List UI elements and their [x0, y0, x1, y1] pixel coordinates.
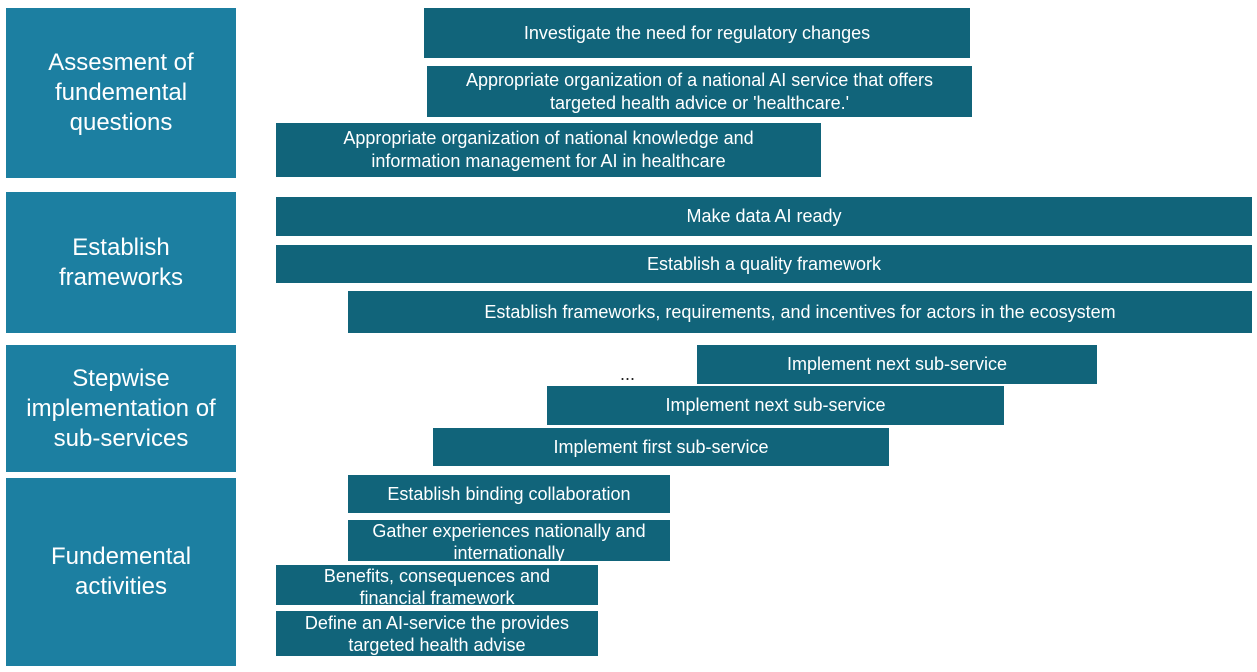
- phase-fundamental-activities: Fundemental activities: [6, 478, 236, 666]
- phase-fundamental-questions: Assesment of fundemental questions: [6, 8, 236, 178]
- task-binding-collaboration: Establish binding collaboration: [348, 475, 670, 513]
- phase-establish-frameworks: Establish frameworks: [6, 192, 236, 333]
- task-implement-next-sub-service-1: Implement next sub-service: [547, 386, 1004, 425]
- task-gather-experiences: Gather experiences nationally and intern…: [348, 520, 670, 561]
- task-benefits-consequences: Benefits, consequences and financial fra…: [276, 565, 598, 605]
- continuation-ellipsis: ...: [620, 364, 636, 384]
- task-knowledge-management: Appropriate organization of national kno…: [276, 123, 821, 177]
- task-ecosystem-frameworks: Establish frameworks, requirements, and …: [348, 291, 1252, 333]
- task-implement-first-sub-service: Implement first sub-service: [433, 428, 889, 466]
- task-ai-service-organization: Appropriate organization of a national A…: [427, 66, 972, 117]
- task-make-data-ai-ready: Make data AI ready: [276, 197, 1252, 236]
- task-regulatory-changes: Investigate the need for regulatory chan…: [424, 8, 970, 58]
- phase-stepwise-implementation: Stepwise implementation of sub-services: [6, 345, 236, 472]
- task-define-ai-service: Define an AI-service the provides target…: [276, 611, 598, 656]
- task-quality-framework: Establish a quality framework: [276, 245, 1252, 283]
- task-implement-next-sub-service-2: Implement next sub-service: [697, 345, 1097, 384]
